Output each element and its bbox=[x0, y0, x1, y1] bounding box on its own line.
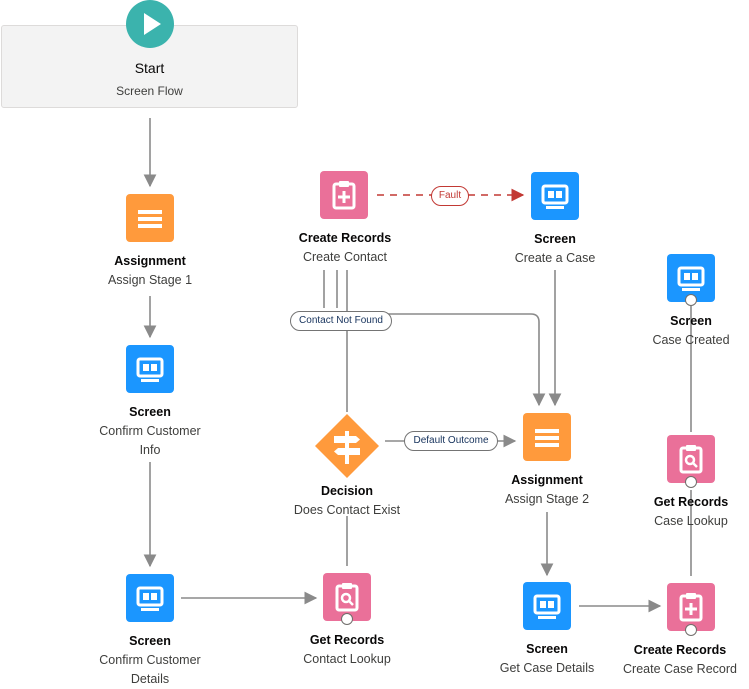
play-icon[interactable] bbox=[126, 0, 174, 48]
clipboard-plus-icon[interactable] bbox=[667, 583, 715, 631]
node-name: Contact Lookup bbox=[303, 652, 391, 666]
node-type: Create Records bbox=[633, 643, 727, 657]
screen-icon[interactable] bbox=[126, 574, 174, 622]
node-type: Assignment bbox=[114, 254, 186, 268]
screen-icon[interactable] bbox=[523, 582, 571, 630]
screen-icon[interactable] bbox=[531, 172, 579, 220]
node-type: Decision bbox=[320, 484, 374, 498]
connector-create-contact-to-assign2 bbox=[352, 313, 546, 407]
node-label-confirm-customer-details: Screen Confirm Customer Details bbox=[70, 632, 230, 689]
node-type: Create Records bbox=[298, 231, 392, 245]
assignment-icon[interactable] bbox=[523, 413, 571, 461]
node-name: Does Contact Exist bbox=[293, 503, 401, 517]
screen-icon[interactable] bbox=[126, 345, 174, 393]
node-name: Case Lookup bbox=[654, 514, 728, 528]
node-label-does-contact-exist: Decision Does Contact Exist bbox=[267, 482, 427, 520]
node-label-case-created: Screen Case Created bbox=[611, 312, 749, 350]
node-label-create-case-record: Create Records Create Case Record bbox=[611, 641, 749, 679]
node-name: Confirm Customer Details bbox=[99, 653, 201, 686]
node-label-confirm-customer-info: Screen Confirm Customer Info bbox=[70, 403, 230, 460]
node-type: Assignment bbox=[511, 473, 583, 487]
clipboard-plus-icon[interactable] bbox=[320, 171, 368, 219]
node-name: Assign Stage 1 bbox=[107, 273, 193, 287]
node-type: Screen bbox=[670, 314, 712, 328]
default-outcome-label[interactable]: Default Outcome bbox=[404, 431, 498, 451]
contact-not-found-label[interactable]: Contact Not Found bbox=[290, 311, 392, 331]
node-type: Get Records bbox=[309, 633, 385, 647]
assignment-icon[interactable] bbox=[126, 194, 174, 242]
fault-label[interactable]: Fault bbox=[431, 186, 469, 206]
node-name: Confirm Customer Info bbox=[99, 424, 201, 457]
start-title: Start bbox=[134, 60, 165, 76]
node-label-create-a-case: Screen Create a Case bbox=[475, 230, 635, 268]
node-label-assign-stage-1: Assignment Assign Stage 1 bbox=[70, 252, 230, 290]
connector-handle[interactable] bbox=[685, 294, 697, 306]
node-type: Screen bbox=[129, 405, 171, 419]
start-subtitle: Screen Flow bbox=[116, 84, 183, 98]
connector-handle[interactable] bbox=[685, 476, 697, 488]
node-name: Assign Stage 2 bbox=[504, 492, 590, 506]
node-label-contact-lookup: Get Records Contact Lookup bbox=[267, 631, 427, 669]
node-label-get-case-details: Screen Get Case Details bbox=[467, 640, 627, 678]
clipboard-search-icon[interactable] bbox=[667, 435, 715, 483]
node-name: Create a Case bbox=[514, 251, 596, 265]
node-type: Get Records bbox=[653, 495, 729, 509]
node-label-assign-stage-2: Assignment Assign Stage 2 bbox=[467, 471, 627, 509]
node-label-case-lookup: Get Records Case Lookup bbox=[611, 493, 749, 531]
node-label-create-contact: Create Records Create Contact bbox=[265, 229, 425, 267]
connector-handle[interactable] bbox=[341, 613, 353, 625]
node-name: Create Contact bbox=[302, 250, 388, 264]
node-type: Screen bbox=[129, 634, 171, 648]
node-name: Create Case Record bbox=[623, 662, 737, 676]
node-type: Screen bbox=[526, 642, 568, 656]
connector-handle[interactable] bbox=[685, 624, 697, 636]
node-type: Screen bbox=[534, 232, 576, 246]
signpost-icon[interactable] bbox=[313, 412, 381, 480]
node-name: Get Case Details bbox=[499, 661, 595, 675]
node-name: Case Created bbox=[652, 333, 730, 347]
